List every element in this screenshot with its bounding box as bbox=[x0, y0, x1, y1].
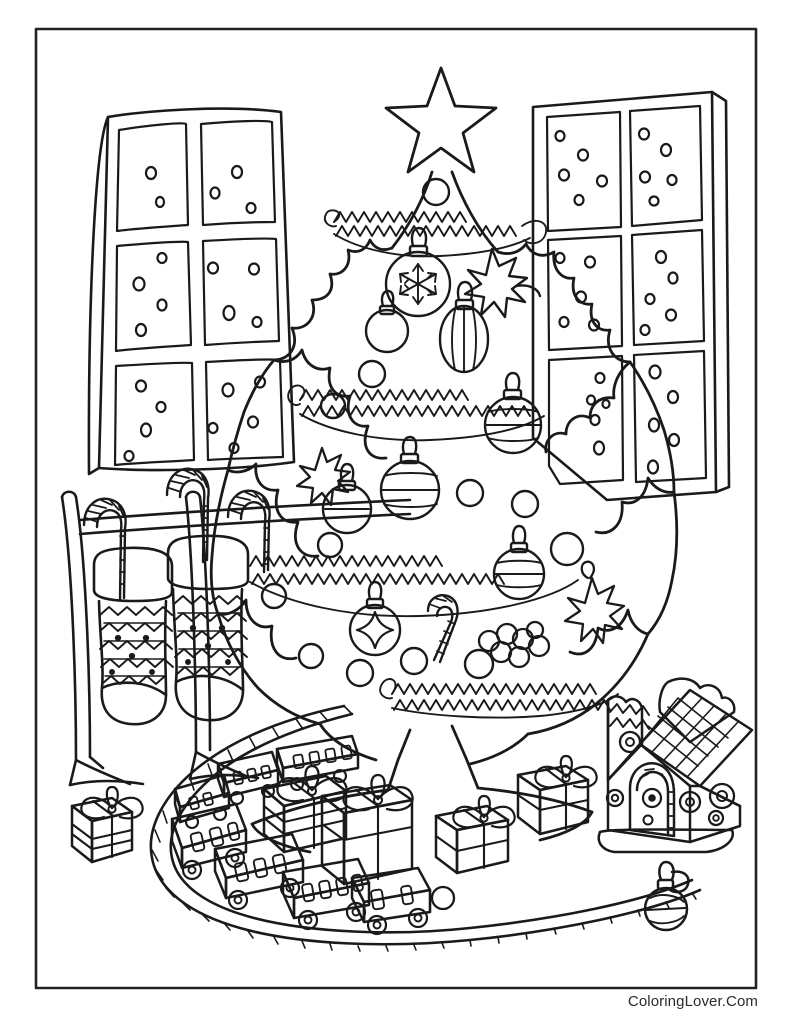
ornament-candy-cane bbox=[426, 594, 459, 664]
window-pane bbox=[113, 119, 285, 467]
watermark-text: ColoringLover.Com bbox=[627, 993, 758, 1010]
present-bow bbox=[342, 773, 414, 812]
icing-trim bbox=[609, 703, 650, 730]
train-car bbox=[213, 832, 305, 911]
ornament-plain-ball bbox=[319, 392, 347, 420]
ornament-plain-ball bbox=[357, 359, 387, 389]
presents bbox=[70, 754, 598, 886]
stocking bbox=[166, 534, 250, 722]
ornament-plain-ball bbox=[549, 531, 585, 567]
door-stripes bbox=[639, 768, 675, 829]
loose-ornament bbox=[643, 860, 690, 932]
stocking-knit-pattern bbox=[99, 606, 174, 685]
present-bow bbox=[452, 794, 516, 829]
present bbox=[434, 794, 516, 875]
present-bow bbox=[534, 754, 598, 789]
present bbox=[320, 773, 414, 886]
train-track bbox=[149, 704, 702, 952]
present bbox=[70, 785, 144, 864]
ornament-plain-ball bbox=[364, 289, 410, 354]
toy-train bbox=[170, 734, 456, 936]
ornament-plain-ball bbox=[316, 531, 344, 559]
roof-lattice bbox=[639, 689, 753, 777]
candy-canes bbox=[82, 467, 271, 602]
snow-dot bbox=[554, 127, 681, 475]
ornament-cross-ball bbox=[348, 580, 402, 657]
ornament-plain-ball bbox=[421, 177, 451, 207]
train-locomotive bbox=[350, 866, 456, 936]
present-bow bbox=[276, 764, 348, 803]
ornament-plain-ball bbox=[510, 489, 540, 519]
ornament-striped-oval bbox=[438, 280, 490, 374]
train-car bbox=[275, 734, 360, 792]
tinsel-garland bbox=[249, 209, 619, 719]
ornament-plain-ball bbox=[260, 582, 288, 610]
ornament-plain-ball bbox=[297, 642, 325, 670]
gingerbread-house bbox=[597, 677, 754, 854]
present bbox=[516, 754, 598, 836]
tree-star bbox=[384, 66, 498, 174]
snow-dot bbox=[123, 164, 267, 463]
ornament-poinsettia-leaf bbox=[295, 446, 352, 507]
candy-circle bbox=[605, 730, 736, 827]
tree-ornaments bbox=[260, 177, 626, 688]
present-bow bbox=[80, 785, 144, 820]
ornament-poinsettia-star bbox=[563, 560, 626, 645]
ornament-striped-ball bbox=[492, 524, 546, 601]
ornament-plain-ball bbox=[399, 646, 429, 676]
page-border bbox=[34, 27, 758, 990]
right-window bbox=[531, 90, 731, 502]
ornament-striped-ball bbox=[379, 435, 441, 521]
train-car bbox=[170, 802, 248, 881]
left-window bbox=[87, 107, 296, 476]
stocking bbox=[92, 546, 174, 726]
ornament-snowflake-ball bbox=[384, 226, 452, 318]
ornament-striped-ball bbox=[483, 371, 543, 455]
window-pane bbox=[545, 104, 708, 486]
ornament-plain-ball bbox=[463, 648, 495, 680]
stocking-knit-pattern bbox=[173, 595, 248, 676]
ornament-plain-ball bbox=[455, 478, 485, 508]
ornament-plain-ball bbox=[345, 658, 375, 688]
ornament-berry-cluster bbox=[477, 620, 551, 669]
ornament-poinsettia-star bbox=[463, 247, 542, 319]
